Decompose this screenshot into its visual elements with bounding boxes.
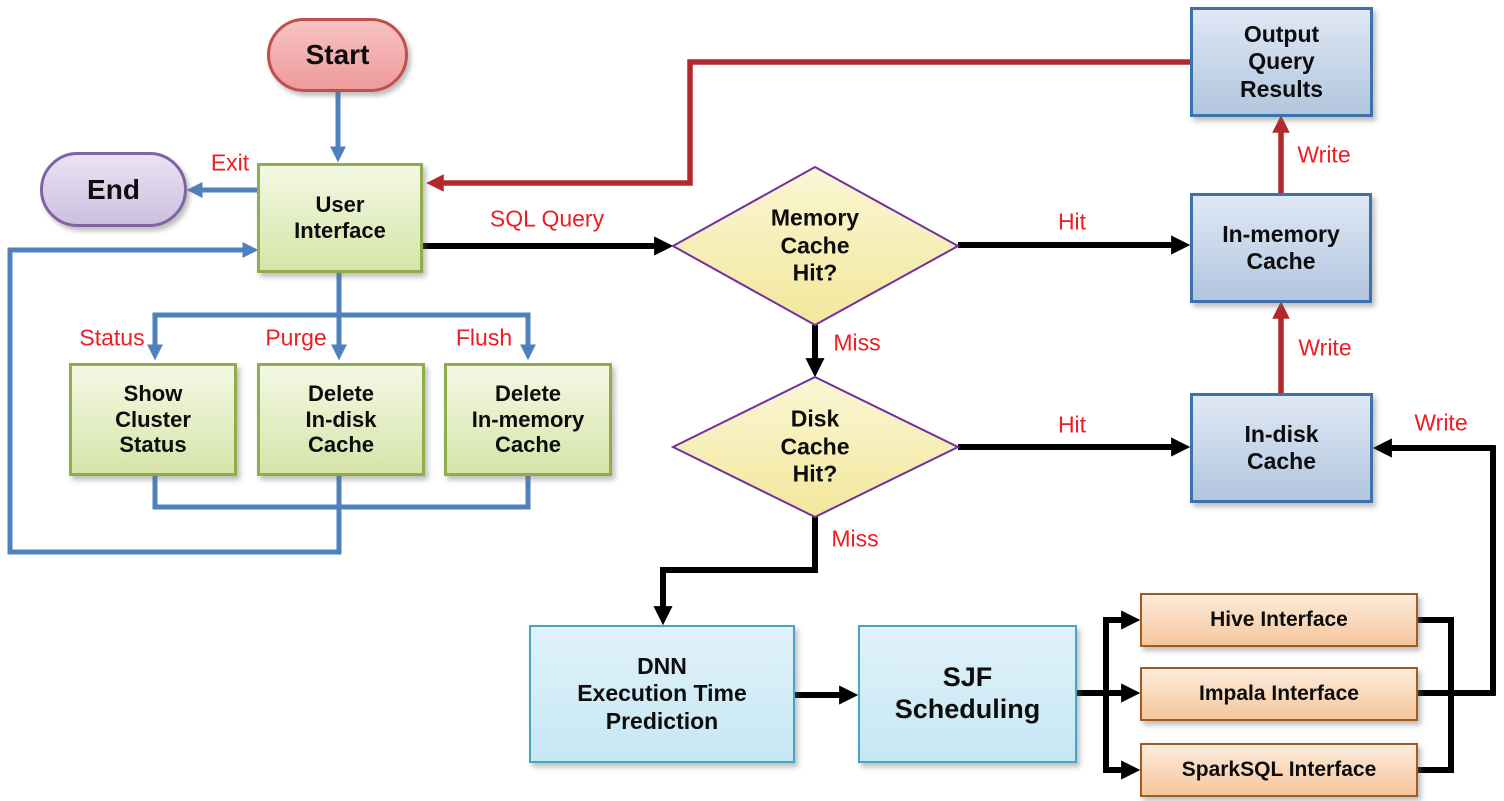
node-delete-in-disk-cache-label: Delete In-disk Cache <box>305 380 377 458</box>
black-connectors <box>423 235 1496 780</box>
node-end: End <box>40 152 187 227</box>
edge-label-purge: Purge <box>265 324 327 351</box>
node-start: Start <box>267 18 408 92</box>
node-output-query-results: Output Query Results <box>1190 7 1373 117</box>
edge-label-memory-miss: Miss <box>833 329 881 356</box>
node-in-disk-cache-label: In-disk Cache <box>1244 420 1319 474</box>
edge-label-write-to-disk: Write <box>1414 409 1468 436</box>
node-impala-interface: Impala Interface <box>1140 667 1418 721</box>
edge-disk-miss <box>653 517 818 626</box>
edge-label-flush: Flush <box>455 324 513 351</box>
node-disk-cache-hit-label: Disk Cache Hit? <box>780 405 850 487</box>
node-show-cluster-status-label: Show Cluster Status <box>115 380 191 458</box>
red-connectors <box>426 59 1290 393</box>
node-output-query-results-label: Output Query Results <box>1239 21 1324 102</box>
node-hive-interface-label: Hive Interface <box>1210 607 1348 631</box>
edge-output-to-ui <box>426 59 1190 192</box>
node-delete-in-memory-cache: Delete In-memory Cache <box>444 363 612 476</box>
node-sjf-scheduling: SJF Scheduling <box>858 625 1077 763</box>
node-show-cluster-status: Show Cluster Status <box>69 363 237 476</box>
edge-label-write-to-output: Write <box>1297 141 1351 168</box>
edge-label-write-to-memory: Write <box>1298 334 1352 361</box>
blue-connectors <box>7 92 537 555</box>
disk-cache-hit-diamond <box>670 375 961 519</box>
node-user-interface-label: User Interface <box>294 192 386 243</box>
node-dnn-prediction: DNN Execution Time Prediction <box>529 625 795 763</box>
node-memory-cache-hit-label: Memory Cache Hit? <box>770 204 860 286</box>
edge-label-disk-hit: Hit <box>1057 411 1087 438</box>
edge-label-exit: Exit <box>210 149 250 176</box>
memory-cache-hit-diamond <box>670 165 961 327</box>
node-end-label: End <box>87 173 140 205</box>
edge-label-status: Status <box>79 324 145 351</box>
node-hive-interface: Hive Interface <box>1140 593 1418 647</box>
node-user-interface: User Interface <box>257 163 423 273</box>
node-in-memory-cache: In-memory Cache <box>1190 193 1372 303</box>
node-sparksql-interface-label: SparkSQL Interface <box>1181 757 1377 781</box>
node-in-disk-cache: In-disk Cache <box>1190 393 1373 503</box>
edge-label-memory-hit: Hit <box>1057 208 1087 235</box>
edge-label-sql-query: SQL Query <box>489 205 605 232</box>
node-dnn-prediction-label: DNN Execution Time Prediction <box>577 653 747 734</box>
edge-label-disk-miss: Miss <box>831 525 879 552</box>
node-impala-interface-label: Impala Interface <box>1199 681 1359 705</box>
node-sjf-scheduling-label: SJF Scheduling <box>894 662 1041 724</box>
node-delete-in-disk-cache: Delete In-disk Cache <box>257 363 425 476</box>
node-delete-in-memory-cache-label: Delete In-memory Cache <box>471 380 585 458</box>
node-sparksql-interface: SparkSQL Interface <box>1140 743 1418 797</box>
node-start-label: Start <box>305 39 370 71</box>
node-in-memory-cache-label: In-memory Cache <box>1222 220 1340 274</box>
decision-shapes <box>670 165 961 519</box>
